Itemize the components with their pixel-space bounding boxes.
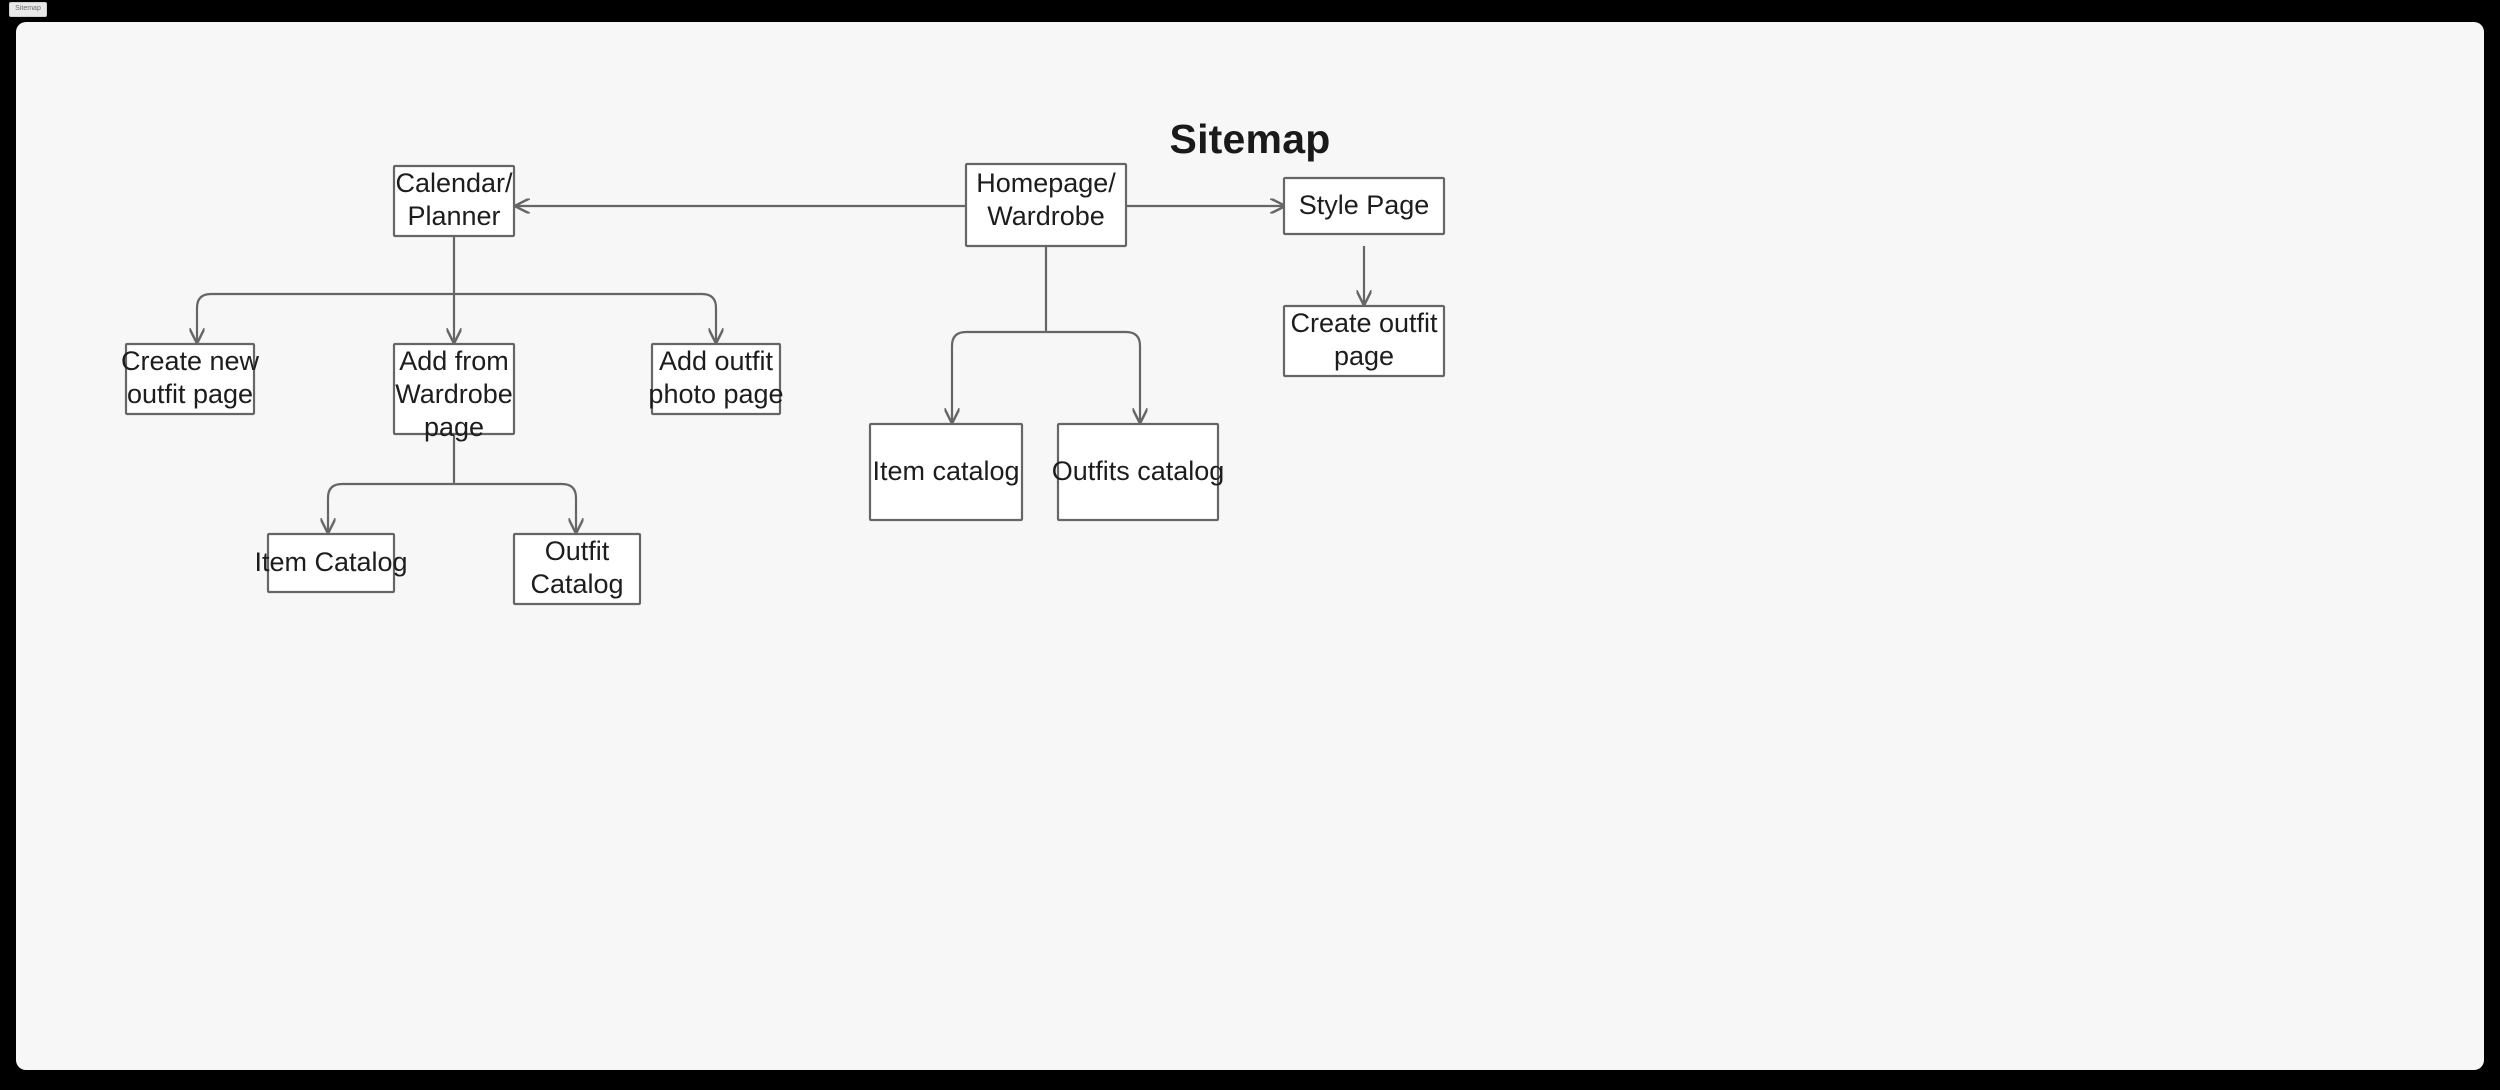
node-label-line: Style Page (1299, 190, 1430, 220)
node-create-new-outfit-page[interactable]: Create new outfit page (121, 342, 260, 416)
node-homepage-wardrobe[interactable]: Homepage/ Wardrobe (964, 162, 1128, 248)
window-tab-chip[interactable]: Sitemap (9, 2, 47, 17)
node-label-line: Create new (121, 346, 260, 376)
node-label-line: Item Catalog (254, 547, 407, 577)
node-label-line: outfit page (127, 379, 253, 409)
node-label-line: Homepage/ (976, 168, 1116, 198)
edge-homepage-to-outfits-catalog (1046, 330, 1140, 422)
diagram-canvas[interactable]: Sitemap (16, 22, 2484, 1070)
node-outfit-catalog-left[interactable]: Outfit Catalog (512, 532, 642, 606)
edge-calendar-to-create-new-outfit-page (197, 292, 454, 342)
node-label-line: Outfit (545, 536, 610, 566)
node-label-line: Planner (407, 201, 500, 231)
page-title: Sitemap (1169, 116, 1331, 162)
node-create-outfit-page[interactable]: Create outfit page (1282, 304, 1446, 378)
node-label-line: Create outfit (1290, 308, 1438, 338)
node-label-line: Calendar/ (395, 168, 513, 198)
node-item-catalog-left[interactable]: Item Catalog (254, 532, 408, 594)
node-add-outfit-photo-page[interactable]: Add outfit photo page (648, 342, 784, 416)
edge-calendar-to-add-outfit-photo-page (454, 292, 716, 342)
node-label-line: Add from (399, 346, 509, 376)
node-style-page[interactable]: Style Page (1282, 176, 1446, 236)
node-calendar-planner[interactable]: Calendar/ Planner (392, 164, 516, 238)
node-outfits-catalog-right[interactable]: Outfits catalog (1052, 422, 1225, 522)
node-label-line: Catalog (530, 569, 623, 599)
node-label-line: page (1334, 341, 1394, 371)
sitemap-diagram: Calendar/ Planner Homepage/ Wardrobe Sty… (121, 162, 1446, 606)
node-label-line: Wardrobe (987, 201, 1105, 231)
node-label-line: Add outfit (659, 346, 774, 376)
node-item-catalog-right[interactable]: Item catalog (868, 422, 1024, 522)
node-label-line: Wardrobe (395, 379, 513, 409)
node-add-from-wardrobe-page[interactable]: Add from Wardrobe page (392, 342, 516, 442)
node-label-line: page (424, 412, 484, 442)
edge-add-from-wardrobe-to-item-catalog (328, 482, 454, 532)
edge-homepage-to-item-catalog (952, 330, 1046, 422)
node-label-line: Outfits catalog (1052, 456, 1225, 486)
edge-add-from-wardrobe-to-outfit-catalog (454, 482, 576, 532)
node-label-line: photo page (648, 379, 783, 409)
node-label-line: Item catalog (872, 456, 1019, 486)
